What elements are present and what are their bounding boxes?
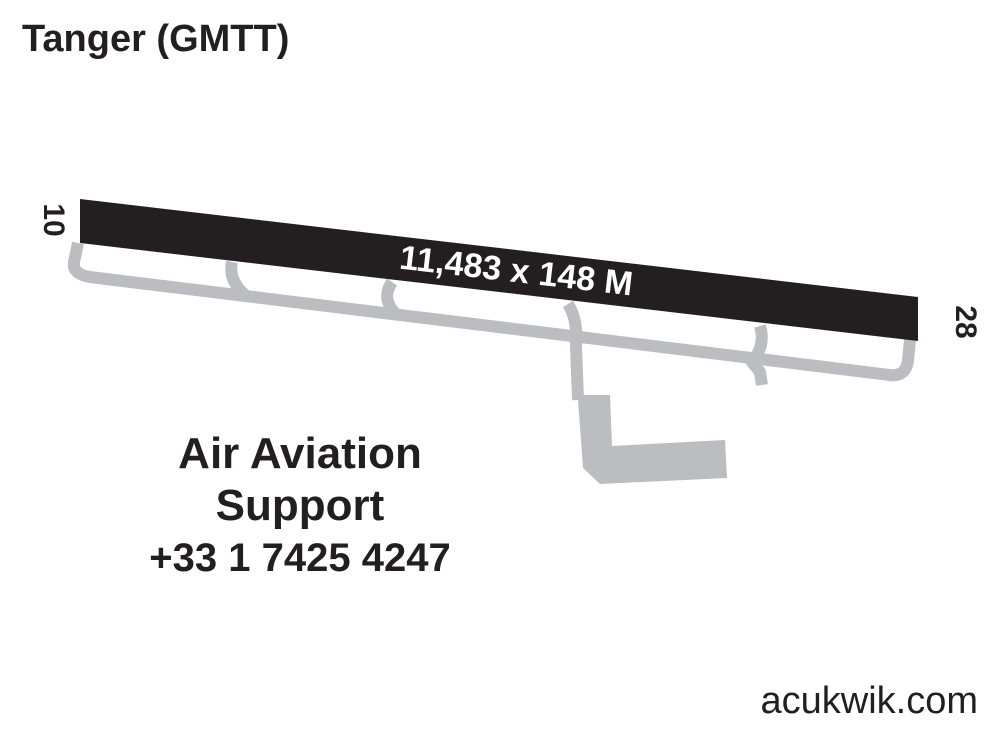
runway (80, 199, 918, 341)
taxiway-connector (381, 278, 403, 321)
runway-end-28: 28 (949, 305, 982, 338)
fbo-name-line2: Support (215, 481, 385, 530)
page-title: Tanger (GMTT) (22, 18, 290, 60)
website-credit: acukwik.com (760, 680, 979, 722)
fbo-name-line1: Air Aviation (178, 429, 422, 478)
parallel-taxiway (67, 241, 916, 382)
fbo-info: Air Aviation Support +33 1 7425 4247 (120, 428, 480, 584)
taxiway-connector (746, 324, 768, 386)
taxiways (67, 241, 916, 401)
fbo-phone: +33 1 7425 4247 (149, 536, 451, 580)
runway-end-10: 10 (37, 203, 70, 236)
apron (572, 395, 727, 484)
taxiway-connector (225, 260, 250, 300)
taxiway-connector (562, 300, 584, 401)
